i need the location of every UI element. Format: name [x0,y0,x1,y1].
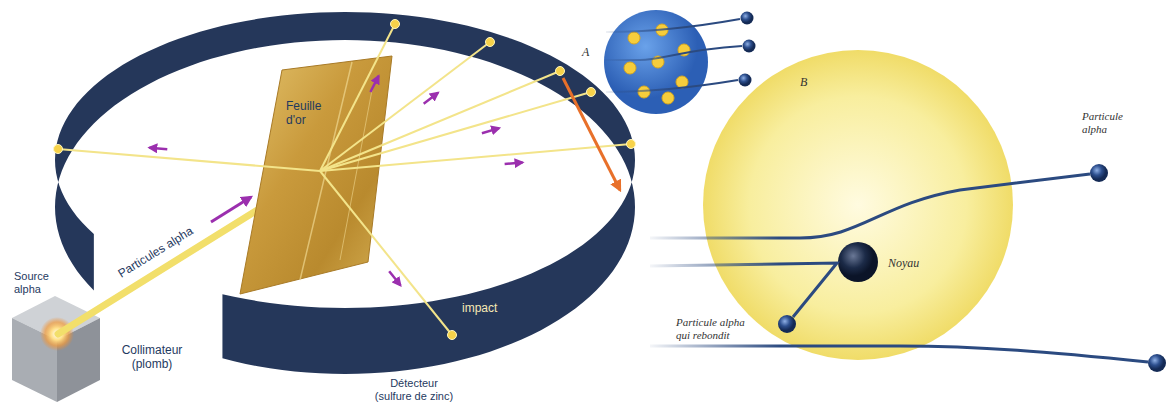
alpha-particle [741,12,754,25]
alpha-track [606,80,738,92]
impact-dot [448,331,457,340]
impact-dot [627,140,636,149]
particle-label: Particule alpha qui rebondit [676,316,752,341]
node-label: A [582,45,589,60]
text-holder: impact [462,302,512,316]
node-label: B [800,75,807,90]
scattered-ray [320,42,490,171]
scattered-ray [320,24,395,171]
nucleus-dot [676,76,688,88]
text-holder: Détecteur (sulfure de zinc) [372,377,456,402]
impact-dot [391,20,400,29]
scattered-ray [58,149,320,171]
alpha-particle [1148,354,1166,372]
alpha-particle [739,74,752,87]
scattered-ray [320,71,560,171]
text-holder: A [582,45,589,60]
direction-arrow [389,271,400,285]
node-label: Noyau [888,256,919,271]
foil-sheen [340,90,372,260]
beam-arrow [211,197,251,222]
atom-sphere [703,50,1013,360]
detector-ring [55,12,635,374]
direction-arrow [149,148,167,150]
alpha-particle [778,315,796,333]
nucleus-sphere [838,242,878,282]
alpha-track [650,263,837,317]
text-holder: Feuille d'or [286,100,334,128]
text-holder: Noyau [888,256,919,271]
gold-foil [240,56,392,294]
direction-arrow [424,93,438,104]
direction-arrow [370,76,378,92]
scattered-ray [320,171,452,335]
part-label: Collimateur (plomb) [112,344,192,372]
particle-label: Particule alpha [1082,110,1138,135]
scattered-ray [320,144,631,171]
atom-model-b: B Noyau [703,50,1013,360]
alpha-particle [1090,164,1108,182]
shape-outline [703,50,1013,360]
zoom-arrow [563,78,620,190]
part-label: Source alpha [14,270,58,295]
alpha-track [606,19,740,32]
direction-arrow [505,162,523,164]
alpha-track [650,174,1090,238]
text-holder: Particule alpha qui rebondit [676,316,752,341]
text-holder: Particule alpha [1082,110,1138,135]
impact-dot [486,38,495,47]
impact-dot [54,145,63,154]
shape-outline [838,242,878,282]
impact-dot [556,67,565,76]
impact-dot [587,88,596,97]
part-label: Détecteur (sulfure de zinc) [372,377,456,402]
alpha-particle [743,40,756,53]
direction-arrow [482,128,499,133]
nucleus: Noyau [838,242,878,282]
alpha-track [604,46,742,60]
text-holder: B [800,75,807,90]
impact-label: impact [462,302,512,316]
text-holder: Source alpha [14,270,58,295]
text-holder: Collimateur (plomb) [112,344,192,372]
part-label: Feuille d'or [286,100,334,128]
nucleus-dot [662,92,674,104]
nucleus-dot [624,62,636,74]
nucleus-dot [628,32,640,44]
alpha-track [650,346,1148,362]
